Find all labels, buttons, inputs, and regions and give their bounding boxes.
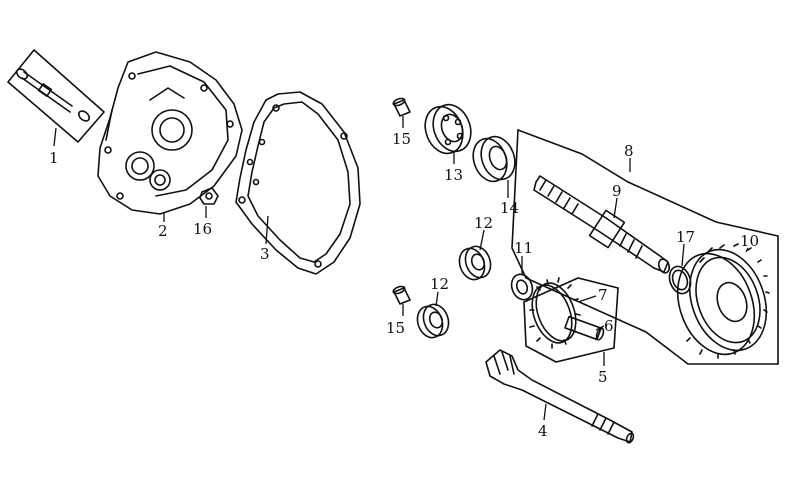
part-4-output-shaft[interactable] <box>485 349 635 444</box>
part-15-dowel-pin-lower[interactable] <box>392 285 411 305</box>
callout-17: 17 <box>676 228 695 246</box>
callout-1: 1 <box>49 149 59 167</box>
leader-lines <box>53 116 749 421</box>
callout-7: 7 <box>598 286 608 304</box>
part-12-bearing-upper[interactable] <box>455 243 494 283</box>
part-3-gasket[interactable] <box>235 91 361 275</box>
callout-2: 2 <box>158 222 168 240</box>
callout-11: 11 <box>514 239 533 257</box>
part-6-pinion-shaft[interactable] <box>564 315 605 341</box>
part-15-dowel-pin-upper[interactable] <box>392 97 411 117</box>
part-8-shaft-assembly-frame <box>511 128 779 365</box>
callout-15-lower: 15 <box>386 319 405 337</box>
part-16-nut[interactable] <box>199 187 219 205</box>
callout-12-lower: 12 <box>430 275 449 293</box>
part-9-main-shaft[interactable] <box>533 175 671 274</box>
callout-13: 13 <box>444 166 463 184</box>
callout-5: 5 <box>598 368 608 386</box>
callout-12-upper: 12 <box>474 214 493 232</box>
part-11-washer[interactable] <box>508 271 536 302</box>
part-10-large-gear[interactable] <box>664 239 779 365</box>
callout-numbers: 1 2 16 3 15 13 14 12 11 12 15 8 9 17 10 … <box>49 130 759 440</box>
part-5-gear-assembly-frame <box>523 277 619 363</box>
callout-16: 16 <box>193 220 212 238</box>
callout-6: 6 <box>604 317 614 335</box>
callout-15-upper: 15 <box>392 130 411 148</box>
callout-3: 3 <box>260 245 270 263</box>
callout-9: 9 <box>612 182 622 200</box>
part-2-transmission-cover[interactable] <box>97 51 243 215</box>
part-12-bearing-lower[interactable] <box>413 301 452 341</box>
callout-4: 4 <box>538 422 548 440</box>
callout-10: 10 <box>740 232 759 250</box>
part-13-bearing[interactable] <box>419 99 477 158</box>
callout-14: 14 <box>500 199 519 217</box>
callout-8: 8 <box>624 142 634 160</box>
part-14-bearing[interactable] <box>467 132 520 186</box>
part-17-circlip[interactable] <box>666 263 694 296</box>
part-1-bolt-assembly[interactable] <box>7 49 105 143</box>
